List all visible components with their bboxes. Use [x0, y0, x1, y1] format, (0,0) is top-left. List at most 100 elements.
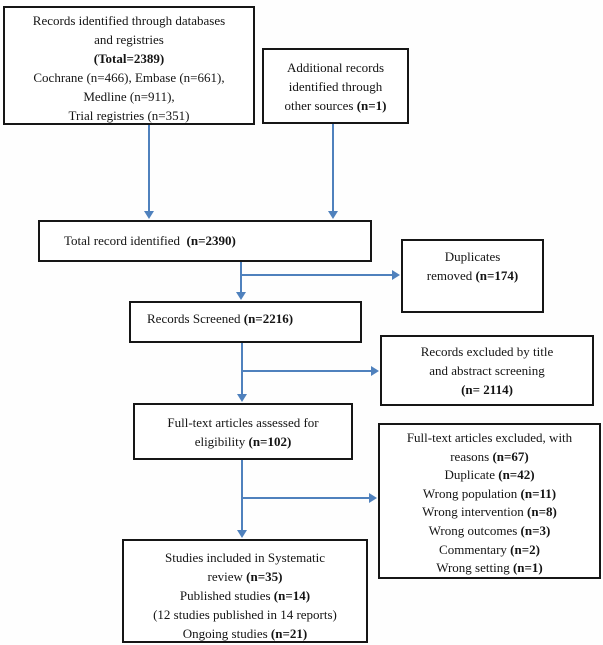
box-line: Commentary (n=2)	[380, 541, 599, 560]
box-line: (n= 2114)	[382, 380, 592, 399]
count: (n=35)	[246, 569, 283, 584]
box-line: Trial registries (n=351)	[5, 106, 253, 125]
count: (n=67)	[492, 448, 529, 464]
box-line: Records Screened (n=2216)	[147, 309, 360, 328]
arrow-other-to-total	[332, 124, 334, 212]
text: Ongoing studies	[182, 626, 271, 641]
box-line: Studies included in Systematic	[124, 548, 366, 567]
box-line: Medline (n=911),	[5, 87, 253, 106]
text: Wrong outcomes	[428, 522, 521, 538]
arrowhead-right-icon	[392, 270, 400, 280]
text: identified through	[288, 79, 383, 94]
text: eligibility	[194, 434, 249, 449]
box-line: eligibility (n=102)	[135, 432, 351, 451]
text: and abstract screening	[429, 363, 545, 378]
box-identification-other-sources: Additional records identified through ot…	[262, 48, 409, 124]
arrowhead-down-icon	[236, 292, 246, 300]
text: Wrong intervention	[422, 504, 528, 520]
text: Records excluded by title	[420, 344, 554, 359]
text: Published studies	[179, 588, 274, 603]
box-line: and abstract screening	[382, 361, 592, 380]
box-line: (Total=2389)	[5, 49, 253, 68]
box-line: Additional records	[264, 58, 407, 77]
box-studies-included: Studies included in Systematic review (n…	[122, 539, 368, 643]
box-line: Duplicate (n=42)	[380, 466, 599, 485]
count: (n=21)	[270, 626, 308, 641]
box-line: Wrong population (n=11)	[380, 485, 599, 504]
box-total-identified: Total record identified (n=2390)	[38, 220, 372, 262]
text: Trial registries (n=351)	[68, 108, 190, 123]
box-duplicates-removed: Duplicates removed (n=174)	[401, 239, 544, 313]
box-line: Cochrane (n=466), Embase (n=661),	[5, 68, 253, 87]
arrow-fulltext-to-included	[241, 460, 243, 531]
box-line: (12 studies published in 14 reports)	[124, 605, 366, 624]
box-line: Full-text articles excluded, with	[380, 429, 599, 448]
box-line: Records excluded by title	[382, 342, 592, 361]
text: Full-text articles excluded, with	[406, 430, 573, 445]
text: (12 studies published in 14 reports)	[153, 607, 337, 622]
box-line: Total record identified (n=2390)	[64, 231, 370, 250]
count: (n=3)	[520, 522, 551, 538]
box-excluded-title-abstract: Records excluded by title and abstract s…	[380, 335, 594, 406]
arrowhead-down-icon	[237, 394, 247, 402]
text: Cochrane (n=466), Embase (n=661),	[33, 70, 225, 85]
count: (n=8)	[527, 504, 557, 520]
count: (n=1)	[356, 98, 387, 113]
text: Records identified through databases	[32, 13, 226, 28]
text: Total record identified	[64, 233, 187, 248]
arrowhead-down-icon	[328, 211, 338, 219]
arrow-screened-to-excluded	[242, 370, 371, 372]
box-line: identified through	[264, 77, 407, 96]
text: Duplicates	[444, 249, 501, 264]
box-identification-databases: Records identified through databases and…	[3, 6, 255, 125]
count: (n=2216)	[243, 311, 294, 326]
box-line: Duplicates	[403, 247, 542, 266]
text: other sources	[284, 98, 357, 113]
count: (n=14)	[273, 588, 311, 603]
box-line: review (n=35)	[124, 567, 366, 586]
text: Wrong population	[422, 485, 521, 501]
box-fulltext-assessed: Full-text articles assessed for eligibil…	[133, 403, 353, 460]
box-line: Wrong outcomes (n=3)	[380, 522, 599, 541]
count: (n=102)	[248, 434, 292, 449]
box-line: reasons (n=67)	[380, 448, 599, 467]
text: Additional records	[286, 60, 385, 75]
text: Medline (n=911),	[83, 89, 175, 104]
count: (n=11)	[520, 485, 557, 501]
total-count: (Total=2389)	[93, 51, 165, 66]
box-line: Published studies (n=14)	[124, 586, 366, 605]
text: Duplicate	[444, 467, 499, 483]
box-line: and registries	[5, 30, 253, 49]
count: (n= 2114)	[461, 382, 513, 397]
arrow-databases-to-total	[148, 125, 150, 212]
text: and registries	[94, 32, 164, 47]
text: Wrong setting	[436, 560, 513, 576]
arrowhead-right-icon	[371, 366, 379, 376]
arrow-fulltext-to-excluded	[242, 497, 369, 499]
box-line: Ongoing studies (n=21)	[124, 624, 366, 643]
text: Studies included in Systematic	[165, 550, 325, 565]
arrow-total-to-screened	[240, 262, 242, 293]
arrow-screened-to-fulltext	[241, 343, 243, 395]
box-records-screened: Records Screened (n=2216)	[129, 301, 362, 343]
text: review	[207, 569, 247, 584]
box-line: Wrong setting (n=1)	[380, 559, 599, 578]
arrow-total-to-duplicates	[241, 274, 392, 276]
count: (n=1)	[512, 560, 543, 576]
text: Full-text articles assessed for	[167, 415, 319, 430]
text: Commentary	[439, 541, 511, 557]
box-line: Full-text articles assessed for	[135, 413, 351, 432]
box-fulltext-excluded: Full-text articles excluded, with reason…	[378, 423, 601, 579]
count: (n=42)	[498, 467, 535, 483]
box-line: Wrong intervention (n=8)	[380, 503, 599, 522]
text: Records Screened	[147, 311, 244, 326]
box-line: removed (n=174)	[403, 266, 542, 285]
arrowhead-right-icon	[369, 493, 377, 503]
count: (n=2)	[510, 541, 540, 557]
count: (n=174)	[475, 268, 519, 283]
box-line: Records identified through databases	[5, 11, 253, 30]
text: reasons	[450, 448, 493, 464]
arrowhead-down-icon	[237, 530, 247, 538]
box-line: other sources (n=1)	[264, 96, 407, 115]
